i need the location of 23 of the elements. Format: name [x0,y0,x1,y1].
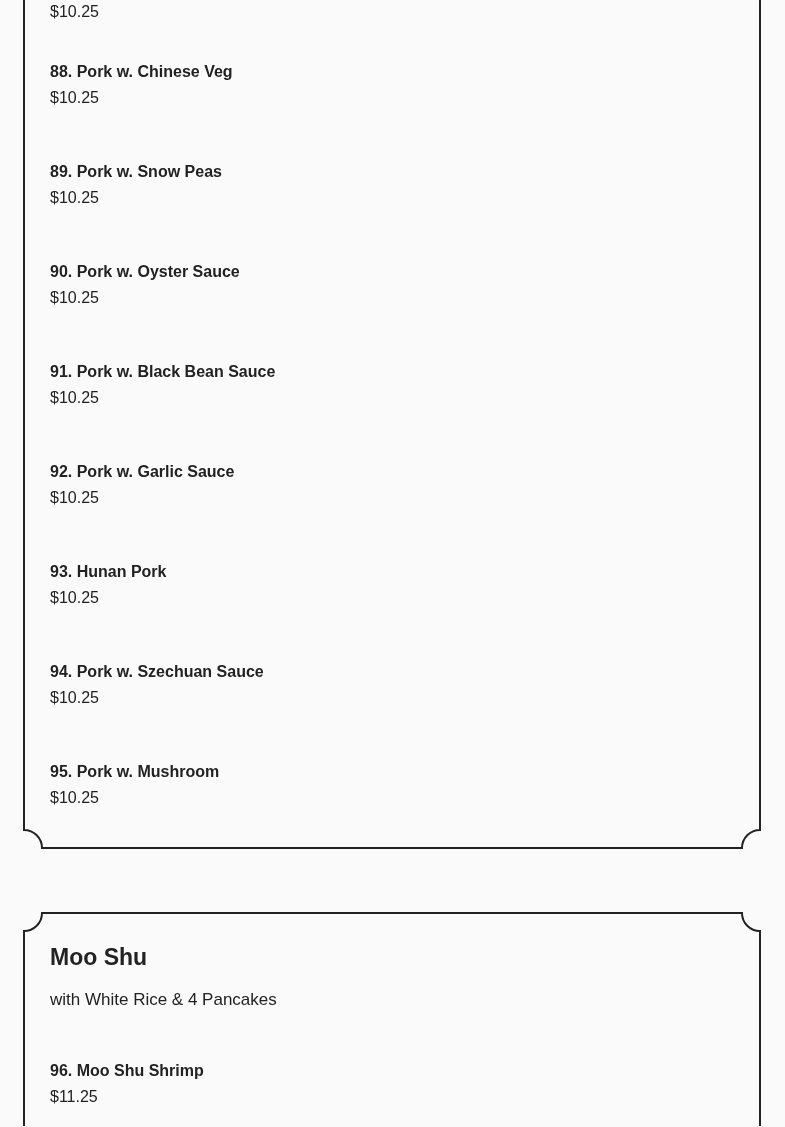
price: $10.25 [50,388,99,408]
price: $10.25 [50,2,99,22]
price: $10.25 [50,788,99,808]
menu-card [24,913,760,1126]
price: $10.25 [50,188,99,208]
menu-card [24,0,760,848]
dish-name: 94. Pork w. Szechuan Sauce [50,662,264,682]
price: $10.25 [50,488,99,508]
dish-name: 93. Hunan Pork [50,562,167,582]
price: $10.25 [50,688,99,708]
dish-name: 91. Pork w. Black Bean Sauce [50,362,276,382]
price: $10.25 [50,88,99,108]
section-subtitle: with White Rice & 4 Pancakes [50,990,277,1010]
section-heading: Moo Shu [50,943,148,971]
dish-name: 90. Pork w. Oyster Sauce [50,262,240,282]
price: $10.25 [50,288,99,308]
dish-name: 89. Pork w. Snow Peas [50,162,222,182]
dish-name: 88. Pork w. Chinese Veg [50,62,233,82]
dish-name: 92. Pork w. Garlic Sauce [50,462,235,482]
dish-name: 95. Pork w. Mushroom [50,762,220,782]
price: $11.25 [50,1087,98,1107]
price: $10.25 [50,588,99,608]
dish-name: 96. Moo Shu Shrimp [50,1061,204,1081]
